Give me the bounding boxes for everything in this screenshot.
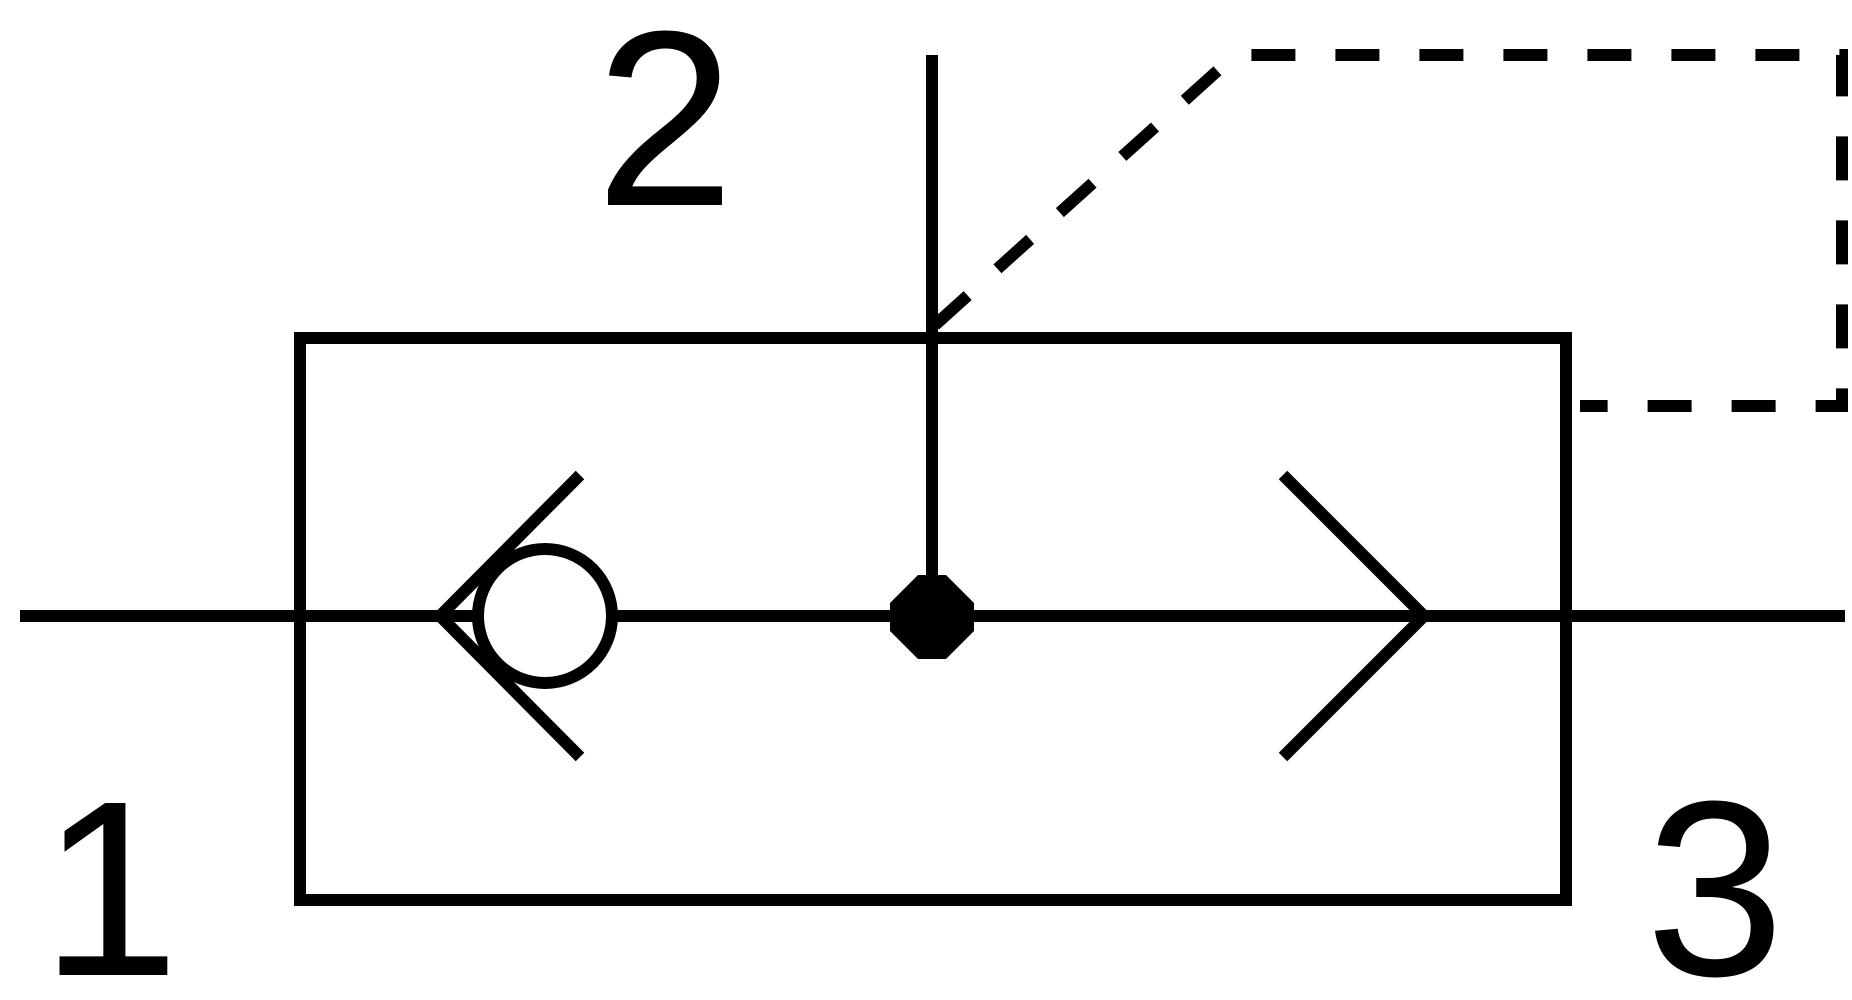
port-label-1: 1 (40, 749, 179, 1000)
check-valve-seat-left (431, 470, 585, 762)
check-valve-ball (472, 543, 618, 689)
pilot-line-dashed (930, 49, 1848, 412)
port-label-3: 3 (1645, 749, 1784, 1000)
junction-node (890, 575, 974, 659)
check-valve-seat-right (1278, 470, 1433, 762)
port-label-2: 2 (595, 0, 734, 258)
